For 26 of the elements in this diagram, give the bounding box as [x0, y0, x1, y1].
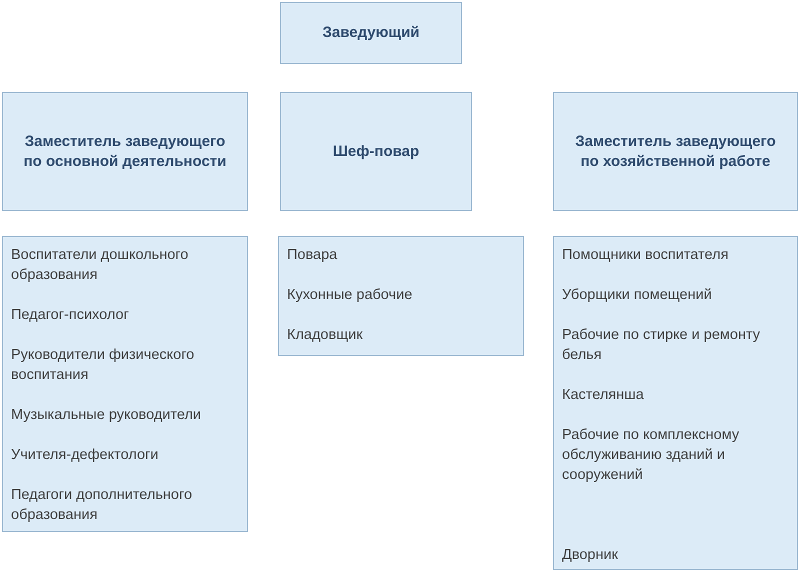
position-title: Заведующий [322, 23, 420, 43]
staff-list-box [278, 236, 524, 356]
staff-item: Повара [287, 246, 338, 265]
position-title: Шеф-повар [332, 142, 420, 162]
staff-item: Кастелянша [562, 386, 645, 405]
staff-item: Рабочие по стирке и ремонту белья [562, 326, 762, 365]
staff-item: Уборщики помещений [562, 286, 713, 305]
staff-item: Музыкальные руководители [11, 406, 202, 425]
position-title: Заместитель заведующего по основной деятельности [22, 132, 228, 172]
staff-item: Рабочие по комплексному обслуживанию зданий и сооружений [562, 426, 740, 485]
staff-item: Кухонные рабочие [287, 286, 414, 305]
staff-item: Воспитатели дошкольного образования [11, 246, 190, 285]
staff-item: Кладовщик [287, 326, 364, 345]
position-box [280, 92, 472, 211]
staff-item: Руководители физического воспитания [11, 346, 196, 385]
position-box [553, 92, 798, 211]
staff-item: Помощники воспитателя [562, 246, 730, 265]
staff-item: Педагог-психолог [11, 306, 130, 325]
position-title: Заместитель заведующего по хозяйственной работе [574, 132, 777, 172]
staff-item: Учителя-дефектологи [11, 446, 160, 465]
staff-item: Педагоги дополнительного образования [11, 486, 194, 525]
staff-list-box [2, 236, 248, 532]
staff-list-box [553, 236, 798, 570]
staff-item: Дворник [562, 546, 619, 565]
position-box [2, 92, 248, 211]
position-box [280, 2, 462, 64]
